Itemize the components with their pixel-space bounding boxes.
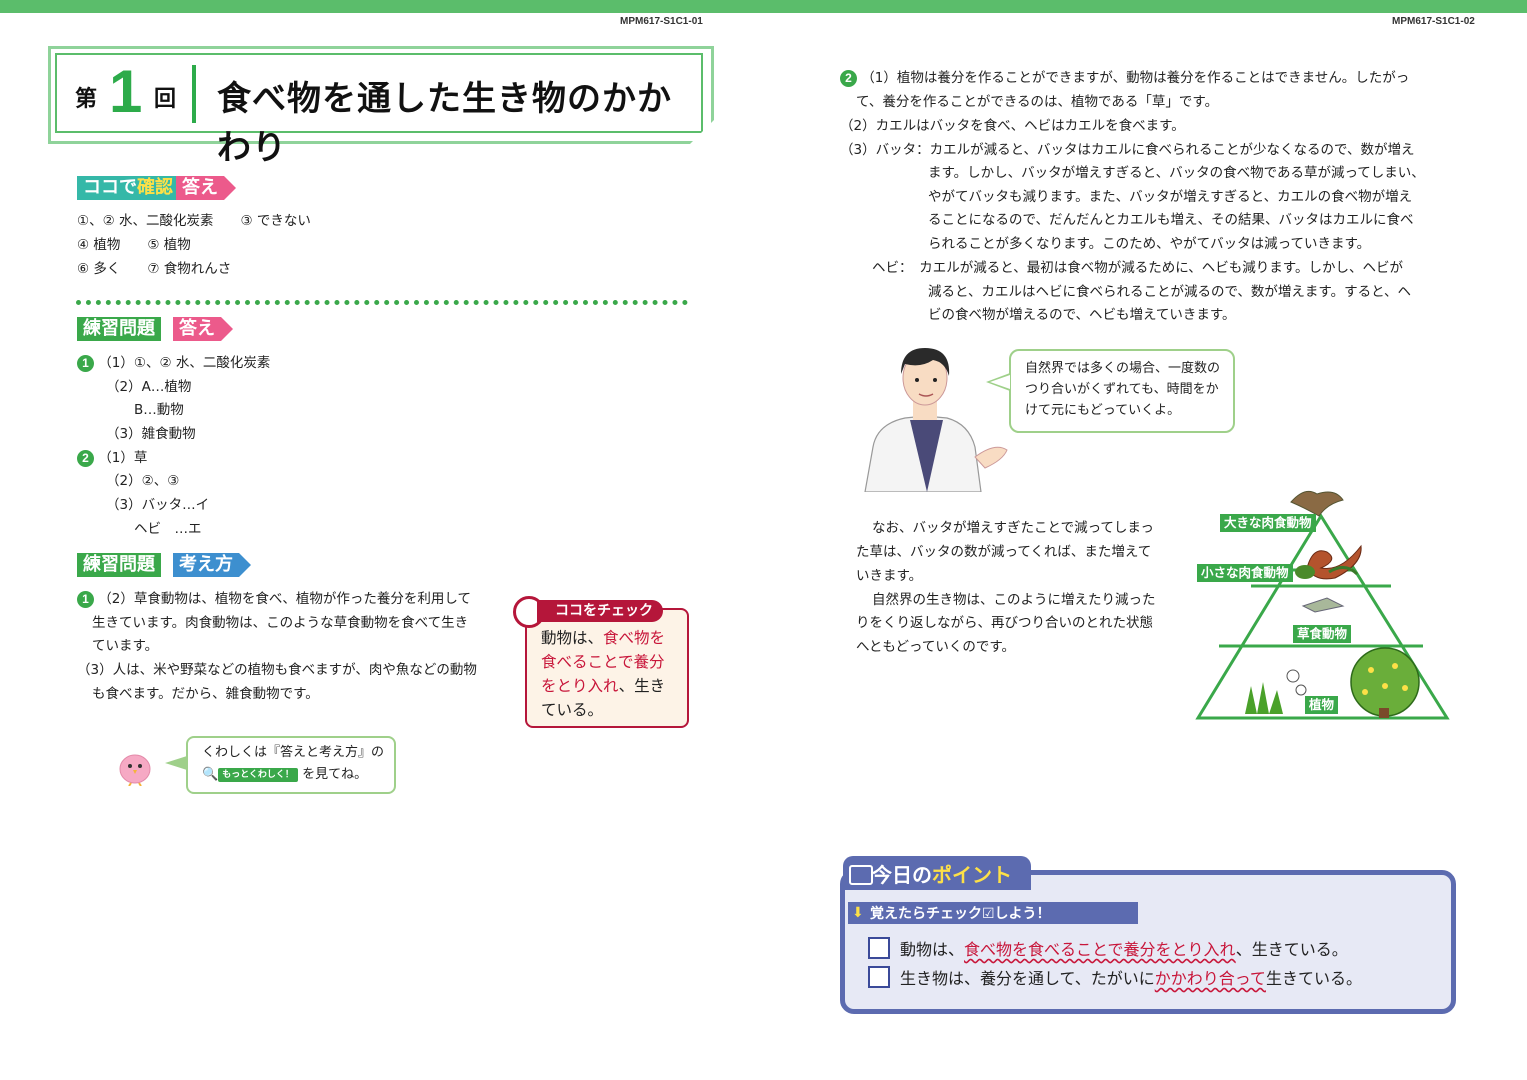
- right-line-2: て、養分を作ることができるのは、植物である「草」です。: [856, 94, 1219, 110]
- right-line-7: ることになるので、だんだんとカエルも増え、その結果、バッタはカエルに食べ: [928, 212, 1414, 228]
- answer-q2-3a: （3）バッタ…イ: [106, 497, 210, 513]
- right-line-1: 2 （1）植物は養分を作ることができますが、動物は養分を作ることはできません。し…: [840, 67, 1409, 91]
- teacher-speech-bubble: 自然界では多くの場合、一度数の つり合いがくずれても、時間をか けて元にもどって…: [1009, 349, 1235, 433]
- todays-point-box: [840, 870, 1456, 1014]
- page-code-right: MPM617-S1C1-02: [1392, 16, 1475, 27]
- kangae-label: 考え方: [173, 553, 251, 577]
- right-line-11: ビの食べ物が増えるので、ヘビも増えていきます。: [928, 307, 1236, 323]
- kangae-line-1: 1 （2）草食動物は、植物を食べ、植物が作った養分を利用して: [77, 588, 471, 612]
- nao-line-6: へともどっていくのです。: [856, 639, 1016, 655]
- nao-line-5: りをくり返しながら、再びつり合いのとれた状態: [856, 615, 1153, 631]
- pink-bird-icon: [119, 754, 151, 786]
- point-item-1: 動物は、食べ物を食べることで養分をとり入れ、生きている。: [900, 940, 1348, 959]
- bird-bubble-line2: 🔍もっとくわしく！ を見てね。: [202, 767, 368, 782]
- nao-line-4: 自然界の生き物は、このように増えたり減った: [872, 592, 1156, 608]
- point-checkbox-2[interactable]: [868, 966, 890, 988]
- point-checkbox-1[interactable]: [868, 937, 890, 959]
- answer-q1-3: （3）雑食動物: [106, 426, 196, 442]
- bird-speech-bubble: くわしくは『答えと考え方』の 🔍もっとくわしく！ を見てね。: [186, 736, 396, 794]
- section-divider: [76, 300, 688, 305]
- answer-q1: 1 （1）①、② 水、二酸化炭素: [77, 352, 270, 376]
- magnifier-icon: 🔍: [202, 767, 219, 782]
- todays-point-tab: [843, 856, 1031, 890]
- pencil-note-icon: [849, 865, 873, 885]
- answer-q1-2a: （2）A…植物: [106, 379, 192, 395]
- title-divider: [192, 65, 196, 123]
- kangae-line-2: 生きています。肉食動物は、このような草食動物を食べて生き: [92, 615, 469, 631]
- top-color-bar: [0, 0, 1527, 13]
- todays-point-title: 今日のポイント: [872, 863, 1012, 887]
- teacher-bubble-tail-inner: [990, 375, 1010, 389]
- nao-line-2: た草は、バッタの数が減ってくれば、また増えて: [856, 544, 1152, 560]
- pyramid-label-small-carnivore: 小さな肉食動物: [1197, 564, 1293, 582]
- nao-line-3: いきます。: [856, 568, 923, 584]
- nao-line-1: なお、バッタが増えすぎたことで減ってしまっ: [872, 520, 1154, 536]
- title-dai: 第: [75, 87, 98, 112]
- kokode-answer-label: 答え: [176, 176, 236, 200]
- down-arrow-icon: ⬇: [852, 905, 864, 921]
- renshu-answer-label: 答え: [173, 317, 233, 341]
- bird-bubble-line1: くわしくは『答えと考え方』の: [202, 745, 385, 760]
- answer-q1-2b: B…動物: [134, 402, 184, 418]
- koko-check-box: ココをチェック 動物は、食べ物を 食べることで養分 をとり入れ、生き ている。: [513, 596, 689, 728]
- right-line-5: ます。しかし、バッタが増えすぎると、バッタの食べ物である草が減ってしまい、: [928, 165, 1425, 181]
- kokode-line-3: ⑥ 多く ⑦ 食物れんさ: [77, 261, 232, 277]
- right-line-8: られることが多くなります。このため、やがてバッタは減っていきます。: [928, 236, 1371, 252]
- lesson-number: 1: [109, 58, 143, 125]
- page-title: 食べ物を通した生き物のかかわり: [217, 79, 672, 168]
- kokode-label: ココで確認: [77, 176, 179, 200]
- answer-q2-3b: ヘビ …エ: [134, 521, 202, 537]
- teacher-bubble-line1: 自然界では多くの場合、一度数の: [1025, 361, 1221, 376]
- teacher-bubble-line3: けて元にもどっていくよ。: [1025, 403, 1181, 418]
- kangae-line-4: （3）人は、米や野菜などの植物も食べますが、肉や魚などの動物: [77, 662, 477, 678]
- right-line-3: （2）カエルはバッタを食べ、ヘビはカエルを食べます。: [840, 118, 1185, 134]
- food-pyramid-diagram: [1195, 490, 1450, 720]
- page-code-left: MPM617-S1C1-01: [620, 16, 703, 27]
- teacher-bubble-line2: つり合いがくずれても、時間をか: [1025, 382, 1219, 397]
- point-item-2: 生き物は、養分を通して、たがいにかかわり合って生きている。: [900, 969, 1362, 988]
- kangae-line-3: ています。: [92, 638, 159, 654]
- answer-q2-2: （2）②、③: [106, 473, 180, 489]
- kokode-line-1: ①、② 水、二酸化炭素 ③ できない: [77, 213, 311, 229]
- koko-check-body: 動物は、食べ物を 食べることで養分 をとり入れ、生き ている。: [541, 629, 666, 719]
- pyramid-label-large-carnivore: 大きな肉食動物: [1220, 514, 1316, 532]
- oboe-check-text: 覚えたらチェック☑しよう！: [870, 906, 1051, 922]
- right-line-9: ヘビ： カエルが減ると、最初は食べ物が減るために、ヘビも減ります。しかし、ヘビが: [872, 260, 1403, 276]
- motto-badge: もっとくわしく！: [218, 767, 298, 782]
- kangae-renshu-label: 練習問題: [77, 553, 161, 577]
- title-kai: 回: [154, 87, 177, 112]
- renshu-label: 練習問題: [77, 317, 161, 341]
- right-line-6: やがてバッタも減ります。また、バッタが増えすぎると、カエルの食べ物が増え: [928, 189, 1413, 205]
- right-line-4: （3）バッタ：カエルが減ると、バッタはカエルに食べられることが少なくなるので、数…: [840, 142, 1415, 158]
- pyramid-label-plant: 植物: [1305, 696, 1339, 714]
- answer-q2: 2 （1）草: [77, 447, 147, 471]
- right-line-10: 減ると、カエルはヘビに食べられることが減るので、数が増えます。すると、ヘ: [928, 284, 1412, 300]
- bubble-tail: [165, 756, 187, 770]
- koko-check-heading: ココをチェック: [537, 600, 663, 622]
- kangae-line-5: も食べます。だから、雑食動物です。: [92, 686, 319, 702]
- oboe-check-bar: [848, 902, 1138, 924]
- pyramid-label-herbivore: 草食動物: [1293, 625, 1352, 643]
- teacher-illustration: [864, 348, 1008, 492]
- kokode-line-2: ④ 植物 ⑤ 植物: [77, 237, 191, 253]
- lesson-title-box: 第 1 回 食べ物を通した生き物のかかわり: [48, 46, 715, 168]
